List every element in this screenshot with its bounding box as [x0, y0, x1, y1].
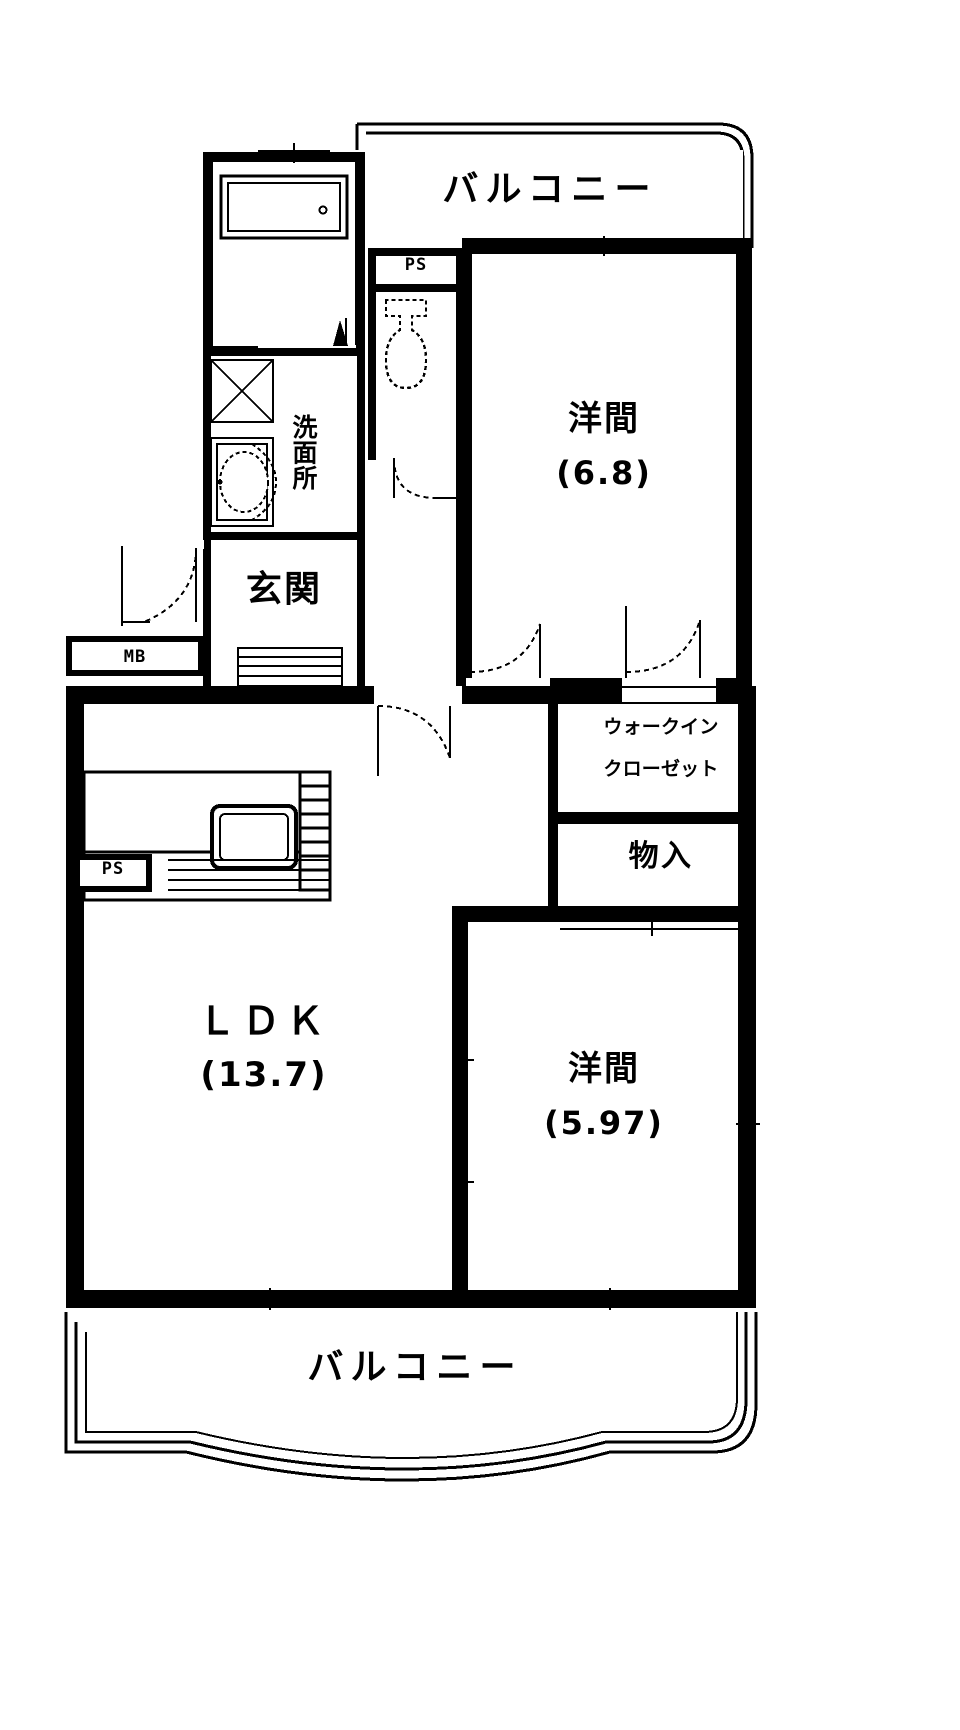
bedroom-north-top-wall	[462, 238, 752, 254]
ldk-left-wall	[66, 686, 84, 1308]
bedroom-south-balcony-window	[510, 1288, 726, 1310]
front-door	[121, 540, 204, 626]
ldk-balcony-window	[176, 1288, 430, 1310]
walk-in-closet-label-line1: ウォークイン	[603, 716, 719, 738]
bedroom-north-area: (6.8)	[556, 454, 652, 492]
mb-box	[66, 636, 204, 676]
walk-in-closet-label-line2: クローゼット	[603, 758, 719, 780]
bedroom-north-right-wall	[736, 238, 752, 694]
bedroom-north-name: 洋間	[567, 399, 641, 439]
storage-left-wall	[548, 812, 558, 916]
bedroom-south-top-wall	[452, 906, 756, 922]
bedroom-north-closet-door	[622, 606, 716, 687]
balcony-south-outline	[64, 1312, 758, 1482]
ldk-hall-door	[374, 686, 462, 776]
ps-kitchen-label: PS	[101, 859, 125, 879]
bedroom-north-window	[474, 236, 730, 256]
ldk-area: (13.7)	[200, 1055, 328, 1095]
mb-label: MB	[123, 647, 147, 667]
bedroom-south-right-window	[736, 1040, 760, 1206]
bedroom-south-area: (5.97)	[544, 1104, 664, 1142]
washer-space-icon	[210, 359, 274, 423]
bedroom-north-door	[465, 606, 550, 687]
entrance-label: 玄関	[245, 569, 323, 610]
ldk-name: ＬＤＫ	[197, 999, 331, 1043]
bedroom-south-left-partition	[452, 960, 474, 1282]
balcony-north-label: バルコニー	[442, 169, 658, 210]
washbasin-icon	[210, 437, 278, 527]
washroom-label: 洗面所	[289, 414, 318, 491]
storage-label: 物入	[628, 839, 694, 874]
toilet-icon	[384, 298, 428, 390]
bedroom-north-left-wall	[456, 254, 472, 694]
ps-kitchen-block	[74, 854, 152, 892]
wic-left-wall	[548, 694, 558, 822]
bathtub-icon	[219, 174, 349, 240]
shoe-box-icon	[237, 647, 343, 687]
bedroom-south-name: 洋間	[567, 1049, 641, 1089]
bathroom-window	[258, 143, 330, 163]
balcony-south-label: バルコニー	[307, 1347, 523, 1388]
wic-bottom-wall	[548, 812, 756, 824]
south-bottom-wall	[66, 1290, 756, 1308]
ps-north-label: PS	[404, 255, 428, 275]
